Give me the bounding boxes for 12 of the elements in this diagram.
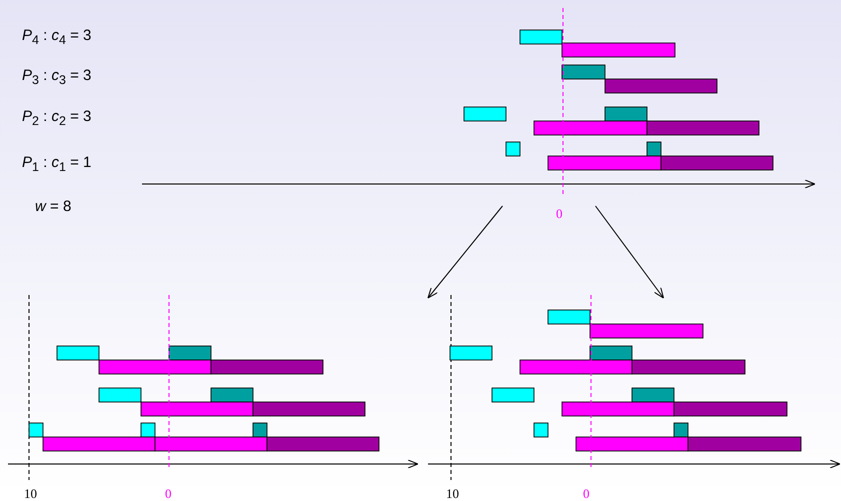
tick-label: 10	[446, 487, 459, 501]
process-label: P$_{4}$ : c$_{4}$ = 3	[22, 27, 92, 49]
arrow	[595, 206, 664, 298]
process-label: P$_{1}$ : c$_{1}$ = 1	[22, 154, 92, 176]
process-label: P$_{2}$ : c$_{2}$ = 3	[22, 108, 92, 130]
process-label: P$_{3}$ : c$_{3}$ = 3	[22, 67, 92, 89]
tick-label: 0	[165, 487, 172, 501]
tick-label: 0	[583, 487, 590, 501]
tick-label: 0	[556, 207, 562, 221]
process-label: w = 8	[35, 198, 72, 216]
arrow	[428, 206, 503, 298]
tick-label: 10	[24, 487, 37, 501]
